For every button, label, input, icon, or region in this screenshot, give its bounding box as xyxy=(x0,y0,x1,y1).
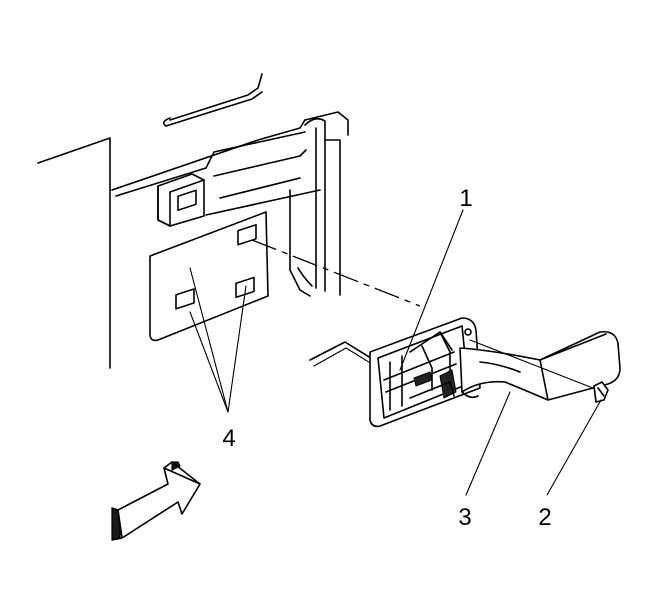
leader-lines xyxy=(189,209,602,496)
callout-2: 2 xyxy=(538,504,551,531)
view-direction-arrow-icon xyxy=(111,460,201,541)
mounting-plate xyxy=(149,189,269,342)
callout-3: 3 xyxy=(458,504,471,531)
door-panel xyxy=(37,73,349,369)
mounting-slot xyxy=(237,223,257,246)
mounting-slot xyxy=(177,189,197,212)
door-handle-assembly xyxy=(309,317,621,428)
callout-4: 4 xyxy=(222,425,235,452)
callout-1: 1 xyxy=(459,185,472,212)
alignment-line xyxy=(251,239,421,307)
screw xyxy=(469,339,609,403)
mounting-slot xyxy=(175,288,195,310)
